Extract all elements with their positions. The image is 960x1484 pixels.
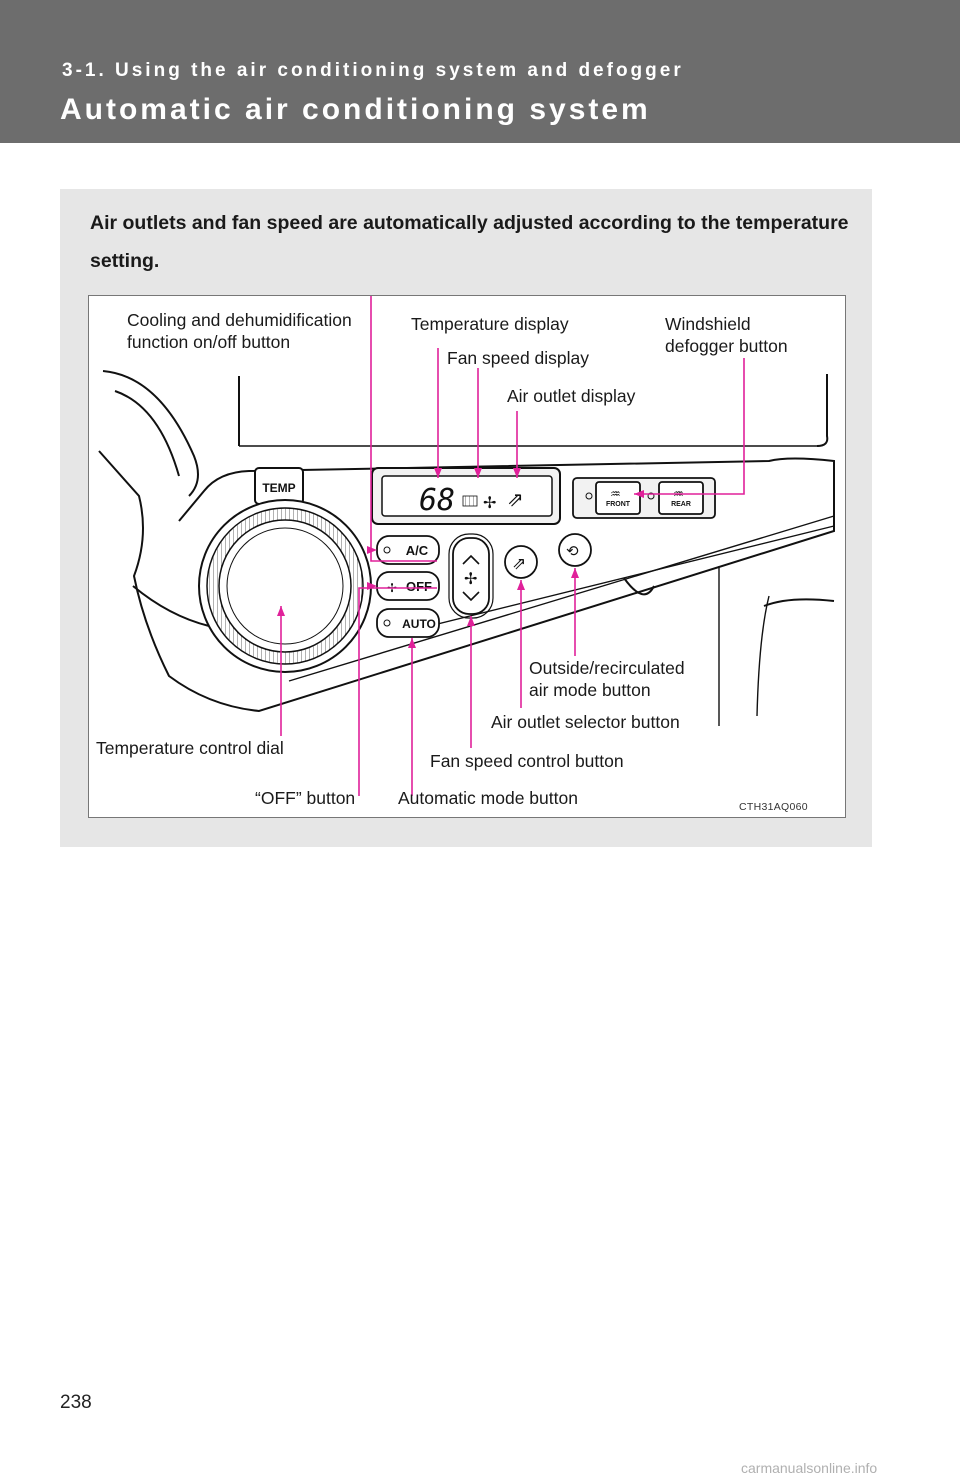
round-buttons: ⇗ ⟲ <box>504 533 592 579</box>
front-defogger-button <box>595 481 641 515</box>
rear-defogger-button <box>658 481 704 515</box>
watermark: carmanualsonline.info <box>741 1460 878 1476</box>
label-temperature-display: Temperature display <box>411 314 569 334</box>
temp-tab-label: TEMP <box>262 481 295 495</box>
label-fan-speed-display: Fan speed display <box>447 348 590 368</box>
section-header: 3-1. Using the air conditioning system a… <box>0 0 960 143</box>
control-panel-illustration: 68 ✢ ⇗ FRONT ♒ REAR ♒ TEMP <box>98 296 835 796</box>
air-outlet-selector-icon: ⇗ <box>512 554 526 574</box>
intro-text: Air outlets and fan speed are automatica… <box>90 212 849 272</box>
temperature-dial <box>198 499 372 673</box>
section-heading: 3-1. Using the air conditioning system a… <box>62 60 684 81</box>
leader-lines <box>280 296 745 796</box>
label-windshield-line2: defogger button <box>665 336 788 356</box>
display-unit: 68 ✢ ⇗ <box>371 467 561 525</box>
label-outside-line1: Outside/recirculated <box>529 658 685 678</box>
label-automatic-mode: Automatic mode button <box>398 788 578 808</box>
label-air-outlet-display: Air outlet display <box>507 386 636 406</box>
label-cooling-line2: function on/off button <box>127 332 291 352</box>
label-air-outlet-selector: Air outlet selector button <box>491 712 680 732</box>
off-label: OFF <box>406 579 432 594</box>
auto-label: AUTO <box>402 617 436 631</box>
label-fan-speed-control: Fan speed control button <box>430 751 624 771</box>
temperature-readout: 68 <box>419 483 455 518</box>
rear-label: REAR <box>671 501 691 508</box>
label-outside-line2: air mode button <box>529 680 651 700</box>
control-panel-figure: 68 ✢ ⇗ FRONT ♒ REAR ♒ TEMP <box>88 295 846 818</box>
recirculation-icon: ⟲ <box>566 542 579 560</box>
left-buttons: A/C OFF ✢ AUTO <box>376 535 440 638</box>
page-title: Automatic air conditioning system <box>60 93 651 126</box>
air-outlet-display-icon: ⇗ <box>507 487 524 511</box>
figure-code: CTH31AQ060 <box>739 801 808 813</box>
front-defogger-icon: ♒ <box>610 487 621 501</box>
label-cooling-line1: Cooling and dehumidification <box>127 310 352 330</box>
label-off-button: “OFF” button <box>255 788 356 808</box>
ac-label: A/C <box>406 543 429 558</box>
fan-bars-icon <box>462 495 478 507</box>
label-temperature-dial: Temperature control dial <box>96 738 284 758</box>
fan-display-icon: ✢ <box>483 493 496 512</box>
front-label: FRONT <box>606 501 631 508</box>
label-windshield-line1: Windshield <box>665 314 751 334</box>
fan-speed-rocker: ✢ <box>448 533 494 619</box>
page-number: 238 <box>60 1392 92 1413</box>
leader-arrowheads <box>277 468 644 648</box>
fan-rocker-icon: ✢ <box>464 569 477 588</box>
